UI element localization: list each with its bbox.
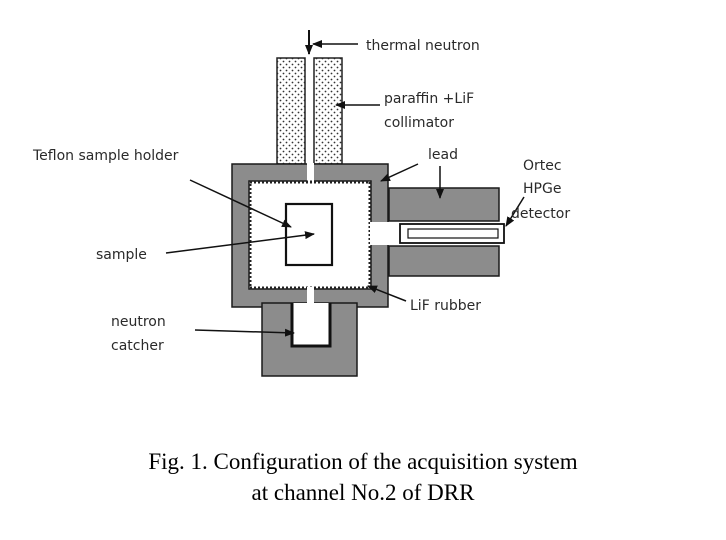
sample-pointer xyxy=(165,231,315,254)
label-paraffin: paraffin +LiF xyxy=(384,91,474,107)
detector-shield-bottom xyxy=(388,245,500,277)
label-teflon-holder: Teflon sample holder xyxy=(32,148,179,164)
label-ortec: Ortec xyxy=(523,158,562,174)
collimator-left xyxy=(276,57,306,165)
label-catcher: catcher xyxy=(111,338,164,354)
catcher-opening xyxy=(307,287,314,309)
label-detector: detector xyxy=(511,206,570,222)
beam-entrance-gap xyxy=(307,163,314,183)
label-hpge: HPGe xyxy=(523,181,561,197)
label-thermal-neutron: thermal neutron xyxy=(366,38,480,54)
hpge-crystal xyxy=(407,228,499,239)
detector-shield-top xyxy=(388,187,500,222)
figure-caption-line1: Fig. 1. Configuration of the acquisition… xyxy=(148,449,578,474)
label-lead: lead xyxy=(428,147,458,163)
label-lif-rubber: LiF rubber xyxy=(410,298,481,314)
figure-caption-line2: at channel No.2 of DRR xyxy=(251,480,475,505)
lead-pointer-left xyxy=(380,163,419,182)
catcher-pocket xyxy=(290,303,332,348)
collimator-right xyxy=(313,57,343,165)
detector-port xyxy=(370,222,390,245)
lif-rubber-pointer xyxy=(367,285,407,302)
teflon-pointer xyxy=(189,179,292,228)
label-neutron: neutron xyxy=(111,314,166,330)
detector-pointer xyxy=(505,196,525,227)
catcher-pointer xyxy=(194,328,295,337)
label-sample: sample xyxy=(96,247,147,263)
label-collimator: collimator xyxy=(384,115,454,131)
